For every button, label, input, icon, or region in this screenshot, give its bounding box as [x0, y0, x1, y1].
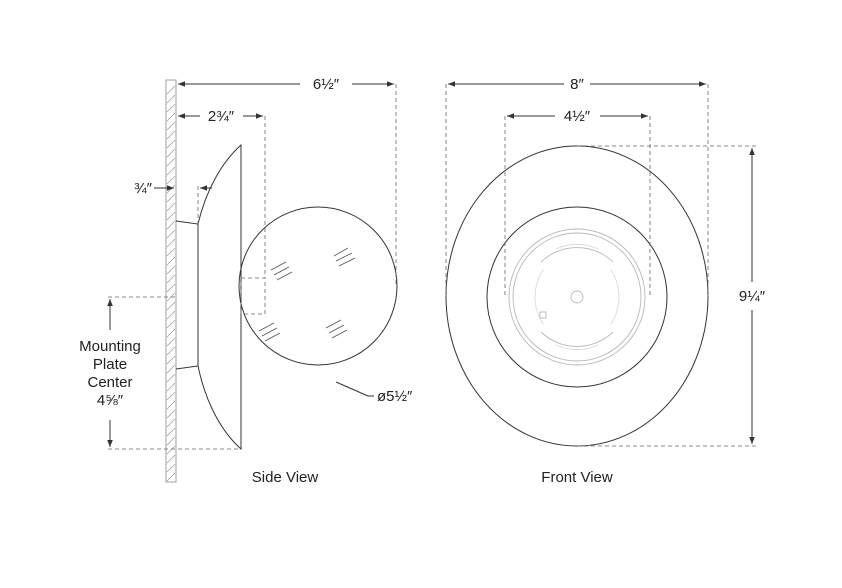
dim-overall-depth: 6½″	[178, 76, 397, 286]
canopy-outline	[445, 145, 709, 447]
mounting-label-value: 4⅝″	[97, 392, 124, 409]
dim-globe-diameter: ø5½″	[335, 381, 413, 405]
plate-depth-label: ¾″	[134, 180, 153, 197]
dim-mounting-center: Mounting Plate Center 4⅝″	[79, 296, 241, 450]
side-view-caption: Side View	[252, 469, 319, 486]
dim-overall-width: 8″	[445, 76, 709, 296]
canopy-depth-label: 2¾″	[208, 108, 235, 125]
dim-plate-width: 4½″	[504, 108, 651, 297]
plate-width-label: 4½″	[564, 108, 591, 125]
mounting-label-line-3: Center	[87, 374, 132, 391]
backplate-outline	[486, 206, 668, 388]
dim-overall-height: 9¼″	[577, 145, 766, 447]
overall-depth-label: 6½″	[313, 76, 340, 93]
hidden-stem	[240, 277, 266, 315]
overall-width-label: 8″	[570, 76, 584, 93]
mounting-plate-detail	[508, 228, 646, 366]
globe-reflections	[258, 247, 356, 342]
side-view: 6½″ 2¾″ ¾″ Mounting Plate Center 4⅝″	[79, 76, 413, 486]
wall-section	[165, 79, 177, 483]
globe	[238, 206, 398, 366]
front-view: 8″ 4½″ 9¼″ Front View	[445, 76, 766, 486]
globe-diameter-label: ø5½″	[377, 388, 413, 405]
mounting-label-line-1: Mounting	[79, 338, 141, 355]
dim-plate-depth: ¾″	[134, 180, 212, 224]
backplate	[175, 220, 199, 370]
dim-canopy-depth: 2¾″	[178, 108, 266, 278]
canopy-shade	[197, 143, 242, 451]
front-view-caption: Front View	[541, 469, 613, 486]
overall-height-label: 9¼″	[739, 288, 766, 305]
mounting-label-line-2: Plate	[93, 356, 127, 373]
